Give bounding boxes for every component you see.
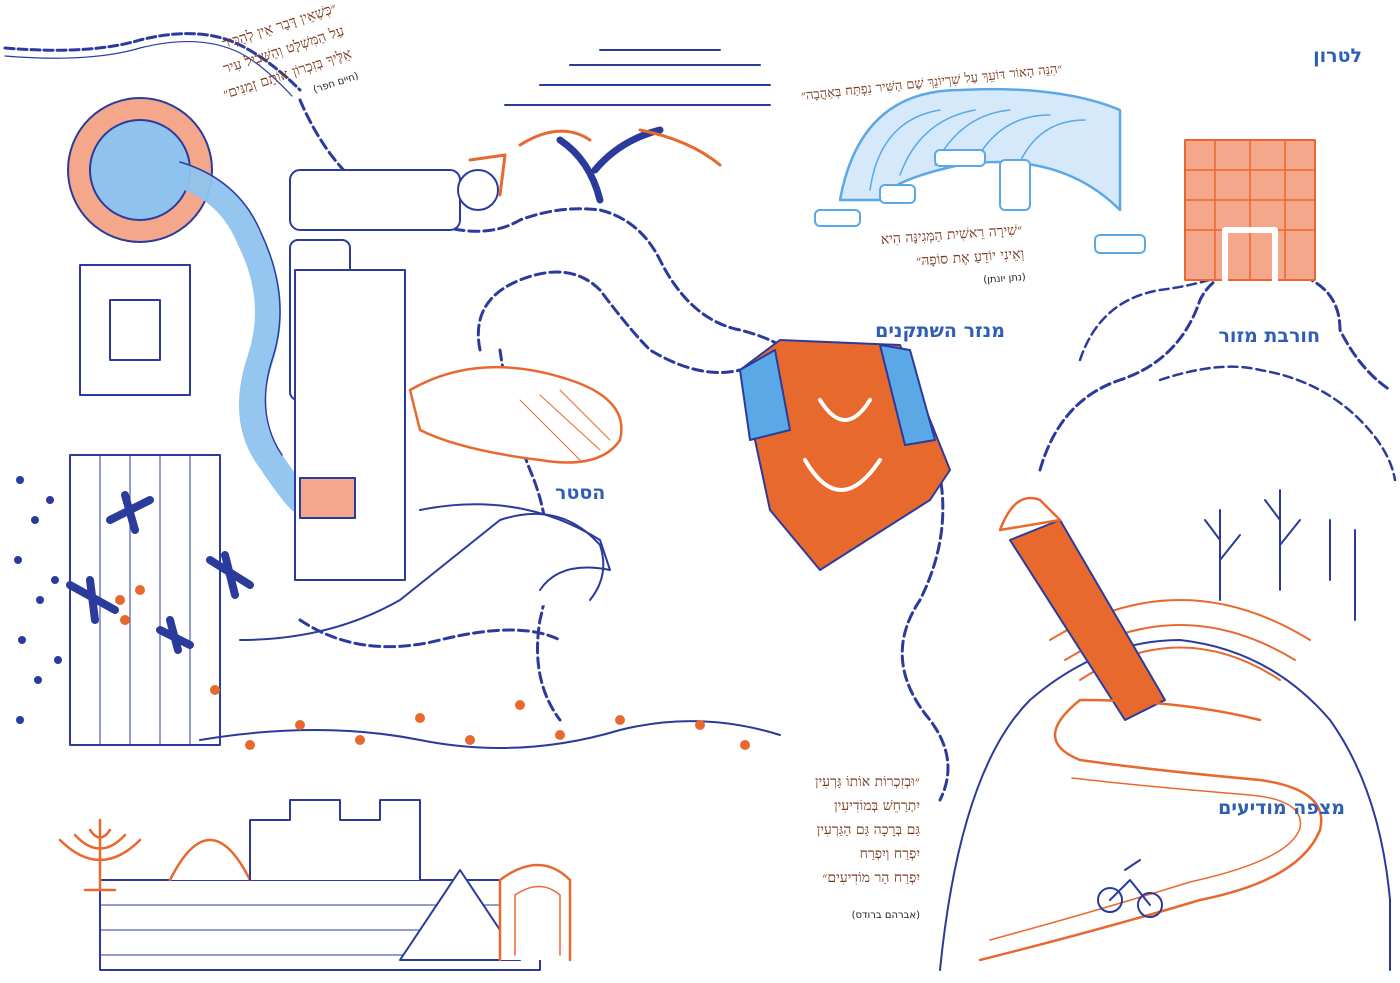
hat-icon [468, 153, 507, 197]
place-label-latrun: לטרון [1313, 45, 1362, 67]
bicycle-icon [1097, 859, 1163, 918]
leaf-icon [14, 476, 62, 724]
flower-icon [115, 585, 750, 750]
lookout-tower [1009, 519, 1166, 721]
poem-line: יִפְרַח וְיִפְרַח [859, 846, 920, 862]
city-houses [249, 799, 421, 881]
poem-author: (אברהם ברודס) [851, 910, 920, 921]
arch-ruin [498, 863, 572, 962]
poem-line: יִתְרַחֵשׁ בְּמוֹדִיעִין [834, 798, 920, 814]
stone-path-center-2 [476, 270, 742, 374]
lookout-dome [998, 496, 1062, 532]
bare-trees [1204, 489, 1356, 621]
lying-man [239, 512, 605, 641]
place-label-hastar: הסטר [555, 482, 606, 504]
place-label-minzar: מנזר השתקנים [875, 320, 1005, 342]
mazor-arch [1222, 227, 1278, 283]
stone-path-top [3, 32, 302, 92]
man-figure-body [289, 169, 461, 231]
dog-figure [419, 503, 611, 591]
menorah-icon [58, 818, 142, 892]
stream [167, 162, 313, 513]
hastar-boat [408, 365, 623, 464]
poem-modiin: ״וּבְזִכְרוֹת אוֹתוֹ גַּרְעִין יִתְרַחֵש… [815, 770, 920, 928]
stone-path-right [1078, 268, 1242, 362]
poem-line: ״וּבְזִכְרוֹת אוֹתוֹ גַּרְעִין [814, 774, 920, 790]
winding-road [978, 698, 1323, 962]
monastery-arch [803, 398, 882, 492]
place-label-hurvat-mazor: חורבת מזור [1218, 325, 1320, 347]
stone-pillar [294, 269, 406, 581]
stone-path-lower [298, 618, 562, 649]
modiim-hill [939, 639, 1391, 971]
pyramid-icon [399, 869, 521, 961]
poem-line: יִפְרַח הַר מוֹדִיעִים״ [822, 870, 920, 886]
dome-icon [168, 838, 252, 882]
winding-road-edge [989, 777, 1302, 941]
arch-ruin-inner [514, 885, 561, 956]
place-label-mitzpe-modiim: מצפה מודיעים [1218, 797, 1345, 819]
man-figure-head [457, 169, 499, 211]
flower-vine [199, 720, 781, 749]
stone-path-right-2 [1158, 365, 1397, 482]
monastery-blue [739, 344, 936, 446]
poem-line: גַּם בְּרָכָה גַּם הַגַּרְעִין [816, 822, 920, 838]
orange-shrub [518, 128, 722, 167]
star-flower-icon [66, 491, 254, 654]
orange-block [299, 477, 356, 519]
tank-icon [814, 149, 1146, 254]
wall-ruin-inner [109, 299, 161, 361]
blue-tree [556, 126, 664, 204]
stone-path-top-inner [4, 40, 293, 97]
stair-structure [504, 49, 771, 106]
stream-edge [179, 161, 283, 456]
poem-yonatan: ״שִׁירָה רֵאשִׁית הַמְּגִינָּה הִיא וְאֵ… [880, 218, 1027, 300]
latrun-arch-ribs [869, 109, 1086, 191]
stone-path-middle [900, 438, 950, 802]
stone-path-mazor [1038, 266, 1392, 472]
boat-mesh [519, 389, 611, 461]
